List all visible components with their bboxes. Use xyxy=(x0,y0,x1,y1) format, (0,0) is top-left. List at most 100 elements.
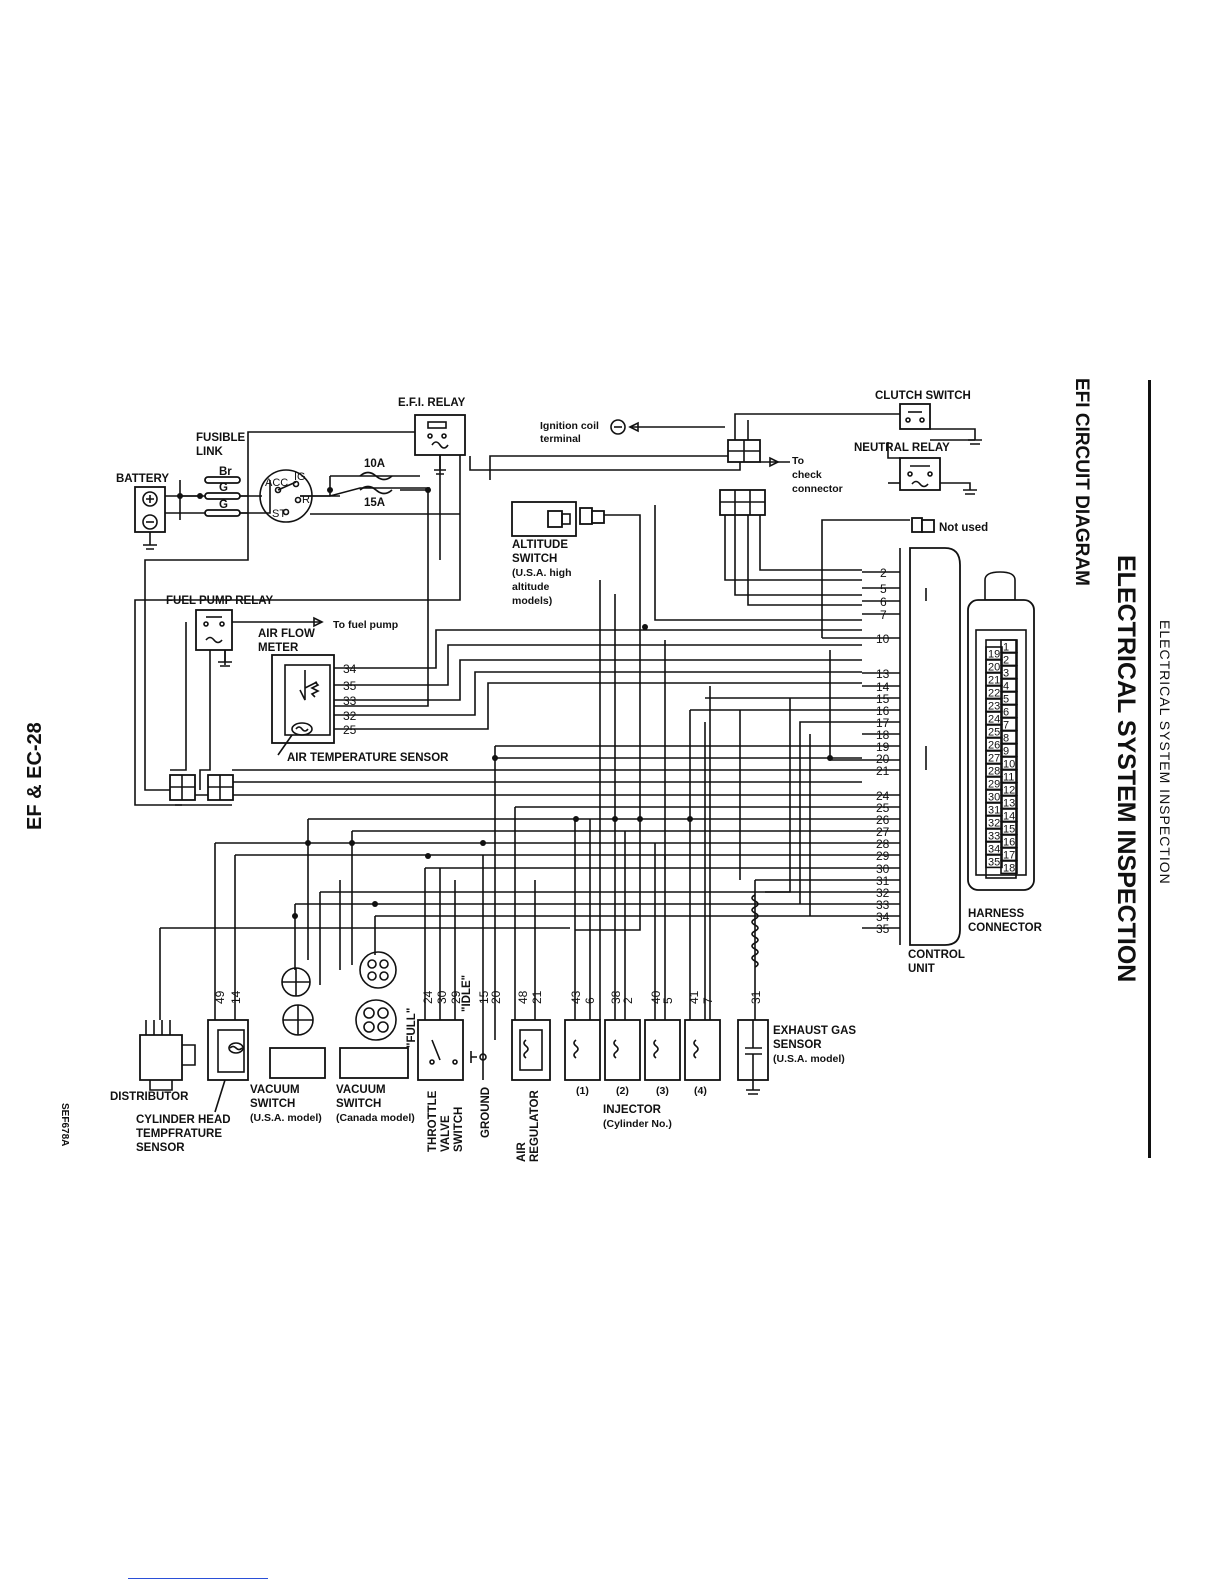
harness-cell-left: 32 xyxy=(988,818,1000,830)
afm-pin: 33 xyxy=(343,694,357,708)
label-cyl-head-2: TEMPFRATURE xyxy=(136,1128,222,1140)
label-vac-can: VACUUM xyxy=(336,1084,386,1096)
ignition-coil-connector xyxy=(610,419,780,468)
choke-coil xyxy=(751,894,759,968)
label-injector-1: (1) xyxy=(576,1085,589,1097)
harness-cell-left: 21 xyxy=(988,675,1000,687)
cu-pin: 15 xyxy=(876,692,890,706)
harness-cell-left: 34 xyxy=(988,844,1000,856)
vacuum-switch-usa xyxy=(269,967,326,1079)
label-injector-2: (2) xyxy=(616,1085,629,1097)
fuel-pump-relay-connector xyxy=(169,774,196,801)
label-to-fuel-pump: To fuel pump xyxy=(333,619,398,631)
label-throttle: THROTTLE xyxy=(427,1090,439,1152)
harness-joint-connector xyxy=(207,774,234,801)
label-exhaust-gas-2: SENSOR xyxy=(773,1039,822,1051)
throttle-valve-switch xyxy=(417,1019,464,1081)
clutch-switch xyxy=(899,403,982,445)
right-rule xyxy=(1148,380,1151,1158)
harness-cell-right: 4 xyxy=(1003,681,1009,693)
distributor xyxy=(139,1020,196,1091)
cu-pin: 27 xyxy=(876,825,890,839)
harness-cell-box xyxy=(1000,860,1018,875)
throttle-pin: 24 xyxy=(421,990,435,1004)
label-ign-ig: IG xyxy=(294,471,306,483)
label-throttle-2: VALVE xyxy=(440,1115,452,1152)
exhaust-gas-sensor xyxy=(737,1019,769,1095)
label-ignition-coil: Ignition coil xyxy=(540,420,599,432)
fusible-link-bank xyxy=(204,476,241,517)
cu-pin: 34 xyxy=(876,910,890,924)
label-ignition-coil-2: terminal xyxy=(540,433,581,445)
harness-cell-right: 13 xyxy=(1003,798,1015,810)
cu-pin: 16 xyxy=(876,704,890,718)
label-cyl-head: CYLINDER HEAD xyxy=(136,1114,231,1126)
cylinder-head-sensor xyxy=(207,1019,249,1113)
harness-cell-right: 18 xyxy=(1003,863,1015,875)
injector-4 xyxy=(684,1019,721,1081)
inj3-pin: 5 xyxy=(661,997,675,1004)
check-connector xyxy=(719,489,766,516)
harness-cell-left: 19 xyxy=(988,649,1000,661)
air-reg-pin: 21 xyxy=(530,990,544,1004)
label-control-unit-2: UNIT xyxy=(908,963,935,975)
label-cyl-head-3: SENSOR xyxy=(136,1142,185,1154)
cu-pin: 35 xyxy=(876,922,890,936)
throttle-pin: 30 xyxy=(435,990,449,1004)
bottom-pins: 49 14 24 30 29 15 20 48 21 43 6 38 2 40 … xyxy=(213,990,763,1004)
cu-pin: 5 xyxy=(880,582,887,596)
inj3-pin: 40 xyxy=(649,990,663,1004)
fuse-15a xyxy=(359,485,393,495)
harness-cell-right: 15 xyxy=(1003,824,1015,836)
label-fusible-link: FUSIBLE xyxy=(196,432,246,444)
component-labels: E.F.I. RELAY FUSIBLE LINK BATTERY Br G G… xyxy=(110,390,1043,1162)
air-flow-meter xyxy=(271,654,335,756)
injector-3 xyxy=(644,1019,681,1081)
harness-cell-right: 8 xyxy=(1003,733,1009,745)
label-injector-3: (3) xyxy=(656,1085,669,1097)
cu-pin: 6 xyxy=(880,595,887,609)
cu-pin: 30 xyxy=(876,862,890,876)
label-air-temp-sensor: AIR TEMPERATURE SENSOR xyxy=(287,752,449,764)
harness-cell-left: 31 xyxy=(988,805,1000,817)
harness-cell-right: 1 xyxy=(1003,642,1009,654)
label-altitude-switch-4: altitude xyxy=(512,581,549,593)
cu-pin: 2 xyxy=(880,566,887,580)
inj2-pin: 2 xyxy=(621,997,635,1004)
ground-pin: 20 xyxy=(489,990,503,1004)
bottom-rule xyxy=(128,1578,268,1579)
injector-1 xyxy=(564,1019,601,1081)
label-wire-g1: G xyxy=(219,482,228,494)
inj2-pin: 38 xyxy=(609,990,623,1004)
label-full: "FULL" xyxy=(406,1008,418,1048)
label-efi-relay: E.F.I. RELAY xyxy=(398,397,466,409)
battery xyxy=(134,486,166,550)
label-to-check-3: connector xyxy=(792,483,843,495)
air-reg-pin: 48 xyxy=(516,990,530,1004)
exhaust-pin: 31 xyxy=(749,990,763,1004)
label-harness-connector: HARNESS xyxy=(968,908,1025,920)
junction-dots xyxy=(177,487,929,919)
label-air-reg: AIR xyxy=(516,1142,528,1163)
harness-cell-left: 30 xyxy=(988,792,1000,804)
label-air-reg-2: REGULATOR xyxy=(529,1090,541,1162)
cyl-head-pin: 14 xyxy=(229,990,243,1004)
harness-cell-right: 17 xyxy=(1003,850,1015,862)
harness-cell-right: 9 xyxy=(1003,746,1009,758)
control-unit xyxy=(899,547,961,946)
harness-cell-right: 7 xyxy=(1003,720,1009,732)
fuse-10a xyxy=(359,471,393,481)
label-injector: INJECTOR xyxy=(603,1104,662,1116)
label-ign-st: ST xyxy=(272,508,286,520)
label-vac-usa-2: SWITCH xyxy=(250,1098,295,1110)
label-vac-can-3: (Canada model) xyxy=(336,1112,415,1124)
label-vac-usa: VACUUM xyxy=(250,1084,300,1096)
harness-cell-right: 16 xyxy=(1003,837,1015,849)
section-heading: ELECTRICAL SYSTEM INSPECTION xyxy=(1157,620,1173,885)
cu-pin: 7 xyxy=(880,608,887,622)
page-number: EF & EC-28 xyxy=(24,722,46,830)
neutral-relay xyxy=(899,457,977,495)
diagram-title: EFI CIRCUIT DIAGRAM xyxy=(1071,378,1092,586)
ground-pin: 15 xyxy=(477,990,491,1004)
inj4-pin: 7 xyxy=(701,997,715,1004)
